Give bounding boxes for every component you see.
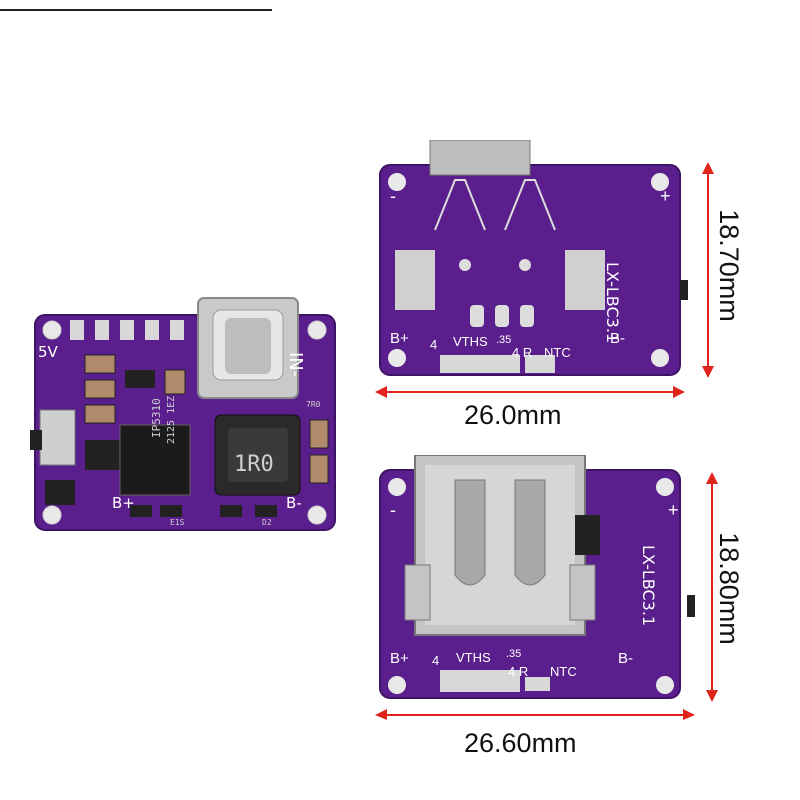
- bottom-board-label-plus: +: [668, 500, 679, 520]
- top-board-label-ntc: NTC: [544, 345, 571, 360]
- dimension-bottom-height: 18.80mm: [713, 532, 744, 645]
- board-top-right: [379, 140, 688, 376]
- bottom-board-label-4: 4: [432, 653, 440, 668]
- board-left-label-5v: 5V: [38, 343, 58, 361]
- board-left-label-b-minus: B-: [286, 494, 302, 512]
- bottom-board-label-4r: 4 R: [508, 664, 529, 679]
- top-divider-line: [0, 9, 272, 11]
- small-code-3: D2: [262, 518, 272, 527]
- board-left-label-b-plus: B+: [112, 494, 135, 512]
- small-code-1: 7R0: [306, 400, 321, 409]
- dimension-lines-top: [375, 162, 714, 398]
- bottom-board-label-35: .35: [506, 648, 522, 660]
- top-board-label-4r: 4 R: [512, 345, 533, 360]
- bottom-board-label-ntc: NTC: [550, 664, 577, 679]
- ic-marking-line2: 2125 1EZ: [166, 395, 177, 444]
- top-board-label-35: .35: [496, 334, 512, 346]
- top-board-label-minus: -: [390, 186, 396, 206]
- dimension-bottom-width: 26.60mm: [464, 728, 577, 758]
- top-board-label-4: 4: [430, 337, 438, 352]
- ic-marking-line1: IP5310: [150, 398, 163, 438]
- bottom-board-label-b-minus: B-: [618, 650, 633, 667]
- bottom-board-label-minus: -: [390, 500, 396, 520]
- board-left-label-in: IN-: [285, 352, 306, 378]
- small-code-2: E1S: [170, 518, 185, 527]
- ip5310-chip: [119, 424, 191, 496]
- top-board-label-b-minus: B-: [610, 330, 625, 347]
- board-bottom-right: [379, 455, 695, 699]
- board-left-component-side: [30, 297, 336, 531]
- bottom-board-label-vths: VTHS: [456, 650, 491, 665]
- bottom-board-label-b-plus: B+: [390, 650, 409, 667]
- top-board-label-b-plus: B+: [390, 330, 409, 347]
- inductor-marking: 1R0: [234, 452, 274, 477]
- dimension-lines-bottom: [375, 472, 718, 720]
- dimension-top-width: 26.0mm: [464, 400, 562, 430]
- top-board-label-plus: +: [660, 186, 671, 206]
- dimension-top-height: 18.70mm: [713, 209, 744, 322]
- top-board-label-vths: VTHS: [453, 334, 488, 349]
